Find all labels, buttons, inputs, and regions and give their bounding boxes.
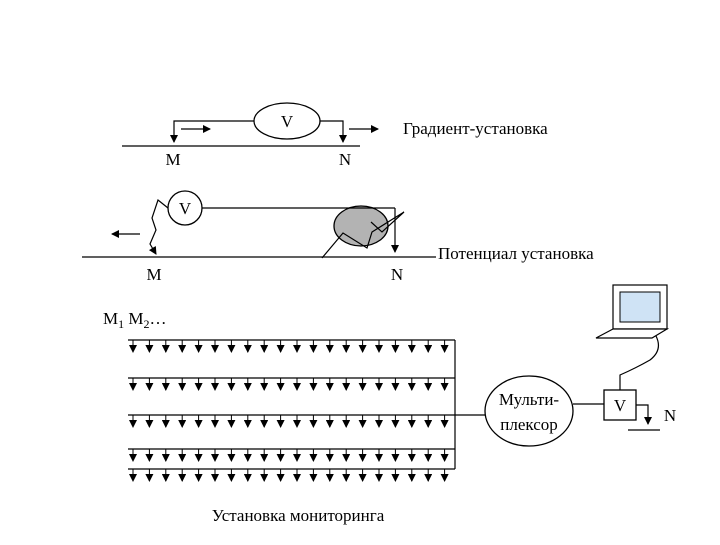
anomaly-body [333,205,389,247]
monitoring-title: Установка мониторинга [212,506,385,525]
meter-n-wire [636,404,652,425]
electrode-rows [128,339,488,482]
current-line [321,211,405,259]
multiplexer-label-line1: Мульти- [499,390,560,409]
meter-box [603,389,637,421]
potential-setup: V M N Потенциал установка [82,190,594,284]
electrode-n-label: N [391,265,403,284]
electrode-n-label: N [339,150,351,169]
voltmeter-label: V [179,199,192,218]
laptop-icon [595,284,670,339]
probe-n-wire [320,120,347,143]
electrode-n-label: N [664,406,676,425]
monitoring-setup: M1 M2… Мульти- плексор V N Установка мон… [103,284,676,525]
electrode-m-label: M [146,265,161,284]
voltmeter-label: V [281,112,294,131]
potential-title: Потенциал установка [438,244,594,263]
probe-m-wire [148,198,169,255]
multiplexer-label-line2: плексор [500,415,558,434]
gradient-title: Градиент-установка [403,119,548,138]
meter-label: V [614,396,627,415]
electrodes-label: M1 M2… [103,309,167,331]
electrode-m-label: M [165,150,180,169]
gradient-setup: V M N Градиент-установка [122,102,548,169]
computer-cable [619,335,660,390]
multiplexer [484,375,574,447]
probe-m-wire [170,120,254,143]
